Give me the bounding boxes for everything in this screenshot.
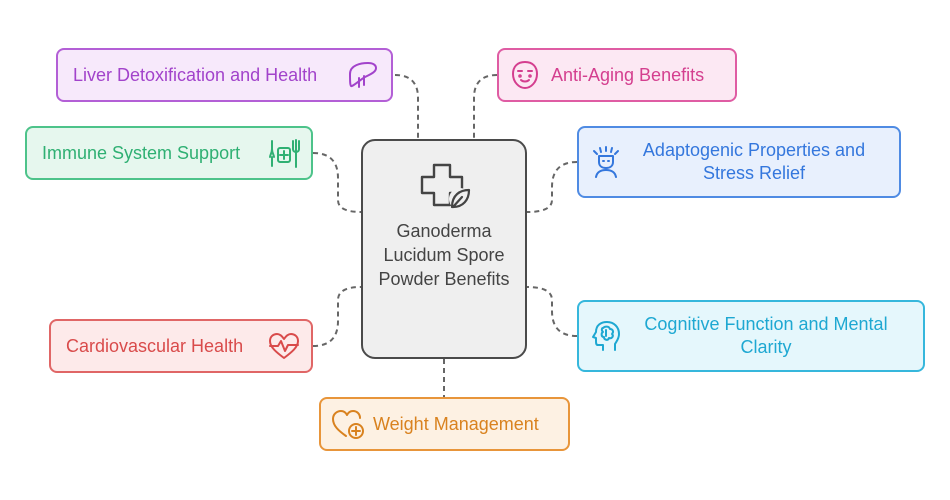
connector-cog (526, 286, 578, 337)
medical-cross-leaf-icon (420, 163, 471, 210)
connector-immune (312, 152, 362, 213)
liver-icon (349, 62, 377, 88)
node-cognitive: Cognitive Function and Mental Clarity (577, 300, 925, 372)
node-weight-management: Weight Management (319, 397, 570, 451)
node-adaptogenic-label: Adaptogenic Properties and Stress Relief (642, 140, 866, 183)
stressed-person-icon (593, 146, 619, 178)
connector-liver (394, 74, 419, 139)
heart-plus-icon (332, 410, 364, 439)
brain-head-icon (592, 321, 620, 351)
node-anti-aging: Anti-Aging Benefits (497, 48, 737, 102)
connector-cardio (312, 286, 362, 347)
node-cognitive-label: Cognitive Function and Mental Clarity (644, 314, 888, 357)
node-immune-label: Immune System Support (42, 142, 241, 163)
connector-adapt (526, 161, 578, 213)
central-topic-box: Ganoderma Lucidum Spore Powder Benefits (361, 139, 527, 359)
node-liver-label: Liver Detoxification and Health (73, 64, 318, 85)
connector-anti (473, 74, 498, 139)
central-topic-title: Ganoderma Lucidum Spore Powder Benefits (378, 221, 510, 289)
medical-tools-icon (269, 139, 300, 168)
node-immune-support: Immune System Support (25, 126, 313, 180)
heartbeat-icon (269, 333, 299, 359)
node-anti-aging-label: Anti-Aging Benefits (551, 64, 705, 85)
node-adaptogenic: Adaptogenic Properties and Stress Relief (577, 126, 901, 198)
face-mask-icon (512, 61, 538, 89)
node-cardiovascular: Cardiovascular Health (49, 319, 313, 373)
node-weight-label: Weight Management (373, 413, 539, 434)
node-liver-detox: Liver Detoxification and Health (56, 48, 393, 102)
node-cardio-label: Cardiovascular Health (66, 335, 244, 356)
